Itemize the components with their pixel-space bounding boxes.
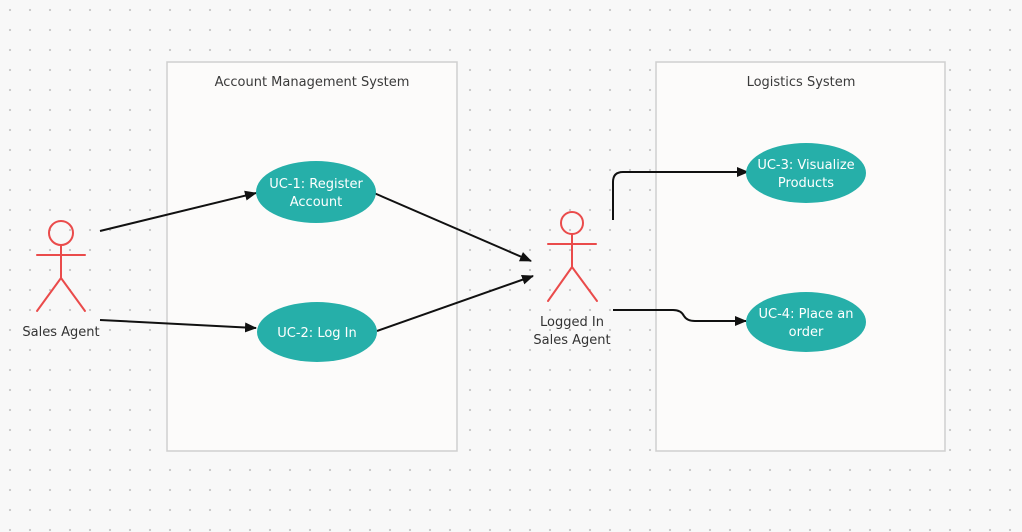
use-case-label-line1: UC-1: Register bbox=[269, 177, 363, 192]
connectors bbox=[99, 167, 749, 333]
actor-label: Sales Agent bbox=[22, 325, 99, 340]
connector-sales-agent-to-uc1[interactable] bbox=[99, 190, 257, 232]
stick-figure-icon bbox=[36, 220, 86, 312]
connector-logged-in-agent-to-uc3[interactable] bbox=[612, 167, 749, 220]
account-management-boundary[interactable]: Account Management System bbox=[166, 61, 458, 452]
boundary-title: Logistics System bbox=[747, 75, 856, 90]
boundary-rect bbox=[655, 61, 946, 452]
actor-sales-agent[interactable]: Sales Agent bbox=[22, 220, 100, 340]
boundary-rect bbox=[166, 61, 458, 452]
stick-figure-icon bbox=[547, 211, 598, 302]
actor-logged-in-sales-agent[interactable]: Logged In Sales Agent bbox=[533, 211, 611, 348]
boundary-title: Account Management System bbox=[215, 75, 410, 90]
use-case-uc2[interactable]: UC-2: Log In bbox=[257, 302, 377, 362]
use-case-ellipse bbox=[746, 292, 866, 352]
use-case-label-line2: order bbox=[789, 325, 824, 340]
use-case-label-line1: UC-3: Visualize bbox=[757, 158, 854, 173]
use-case-label-line2: Products bbox=[778, 176, 834, 191]
connector-sales-agent-to-uc2[interactable] bbox=[99, 319, 257, 333]
actor-label-line2: Sales Agent bbox=[533, 333, 610, 348]
use-case-uc4[interactable]: UC-4: Place an order bbox=[746, 292, 866, 352]
connector-logged-in-agent-to-uc4[interactable] bbox=[613, 309, 747, 326]
use-case-label: UC-2: Log In bbox=[277, 326, 357, 341]
use-case-ellipse bbox=[746, 143, 866, 203]
use-case-label-line2: Account bbox=[290, 195, 343, 210]
use-case-ellipse bbox=[256, 161, 376, 223]
use-case-label-line1: UC-4: Place an bbox=[759, 307, 854, 322]
connector-uc2-to-logged-in-agent[interactable] bbox=[376, 274, 534, 332]
use-case-ellipse bbox=[257, 302, 377, 362]
actor-label-line1: Logged In bbox=[540, 315, 604, 330]
logistics-boundary[interactable]: Logistics System bbox=[655, 61, 946, 452]
use-case-uc1[interactable]: UC-1: Register Account bbox=[256, 161, 376, 223]
connector-uc1-to-logged-in-agent[interactable] bbox=[373, 192, 532, 262]
use-case-uc3[interactable]: UC-3: Visualize Products bbox=[746, 143, 866, 203]
